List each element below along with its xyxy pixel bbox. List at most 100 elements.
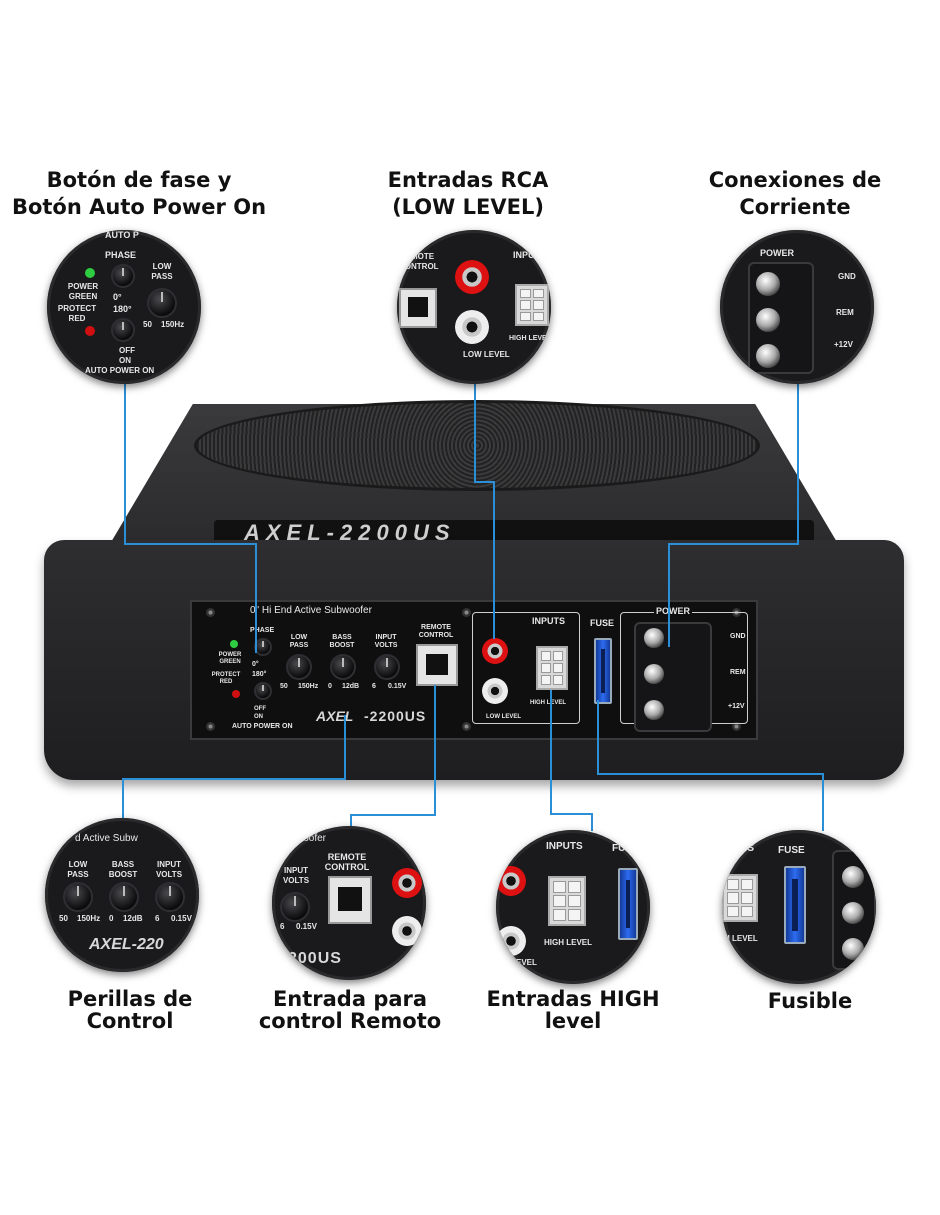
zoom-k-volts-max: 0.15V <box>171 914 192 923</box>
panel-brand-logo: AXEL <box>316 708 354 724</box>
panel-subtitle: 0" Hi End Active Subwoofer <box>250 605 372 616</box>
panel-screw-ml <box>462 608 471 617</box>
caption-phase-line2: Botón Auto Power On <box>11 195 267 219</box>
caption-knobs: Perillas de Control <box>20 988 240 1032</box>
inputs-label: INPUTS <box>532 616 566 626</box>
zoom-low-pass-max: 150Hz <box>161 320 185 329</box>
panel-screw-tl <box>206 608 215 617</box>
caption-rca: Entradas RCA (LOW LEVEL) <box>343 167 593 221</box>
protect-led-red <box>232 690 240 698</box>
zoom-r-rca-red <box>392 868 422 898</box>
fuse-label: FUSE <box>590 618 615 628</box>
zoom-high-connector <box>515 284 549 326</box>
leader-rca-h <box>474 481 494 483</box>
caption-high-line2: level <box>544 1009 602 1033</box>
caption-fuse: Fusible <box>700 988 920 1015</box>
caption-knobs-line1: Perillas de <box>67 987 193 1011</box>
zoom-rca: REMOTE CONTROL LOW LEVEL HIGH LEVEL INPU… <box>397 230 551 384</box>
zoom-active-sub: d Active Subw <box>75 833 138 844</box>
leader-phase-v2 <box>255 543 257 653</box>
auto-power-button[interactable] <box>254 682 272 700</box>
inputs-box <box>472 612 580 724</box>
caption-high-line1: Entradas HIGH <box>486 987 660 1011</box>
zoom-k-brand: AXEL-220 <box>89 936 164 953</box>
gnd-screw[interactable] <box>644 628 664 648</box>
zoom-k-lp-max: 150Hz <box>77 914 101 923</box>
leader-knobs-v <box>344 715 346 779</box>
leader-knobs-h <box>122 778 346 780</box>
zoom-v12: +12V <box>834 340 853 349</box>
caption-remote-line2: control Remoto <box>258 1009 442 1033</box>
zoom-h-fu: FU <box>612 843 626 854</box>
remote-control-label: REMOTE CONTROL <box>418 624 454 639</box>
leader-fuse-v2 <box>822 773 824 831</box>
zoom-r-rj-jack <box>328 876 372 924</box>
zoom-phase-label: PHASE <box>105 250 137 260</box>
zoom-led-red <box>85 326 95 336</box>
zoom-h-connector <box>548 876 586 926</box>
panel-screw-bl <box>206 722 215 731</box>
low-pass-knob[interactable] <box>286 654 312 680</box>
deg180-label: 180° <box>252 671 267 678</box>
caption-phase-line1: Botón de fase y <box>46 168 232 192</box>
zoom-low-pass-knob <box>147 288 177 318</box>
leader-rca-v2 <box>493 481 495 639</box>
leader-power-v <box>797 384 799 544</box>
zoom-k-low-pass-knob <box>63 882 93 912</box>
low-pass-max: 150Hz <box>298 683 319 690</box>
leader-remote-v2 <box>350 814 352 828</box>
input-volts-knob[interactable] <box>374 654 400 680</box>
control-panel: 0" Hi End Active Subwoofer PHASE POWER G… <box>190 600 758 740</box>
zoom-remote-control: REMOTE CONTROL <box>399 252 439 271</box>
high-level-connector[interactable] <box>536 646 568 690</box>
zoom-f-screw-1 <box>842 866 864 888</box>
panel-model: -2200US <box>364 708 427 724</box>
zoom-knobs: d Active Subw LOW PASS BASS BOOST INPUT … <box>45 818 199 972</box>
remote-control-jack[interactable] <box>416 644 458 686</box>
panel-screw-mb <box>462 722 471 731</box>
zoom-auto-power-on: AUTO POWER ON <box>85 366 155 375</box>
rca-red-input[interactable] <box>482 638 508 664</box>
zoom-h-rca-white <box>496 926 526 956</box>
bass-boost-label: BASS BOOST <box>329 634 355 649</box>
zoom-k-input-volts: INPUT VOLTS <box>155 860 183 879</box>
leader-fuse-v <box>597 700 599 774</box>
zoom-power-label: POWER <box>760 248 795 258</box>
caption-fuse-line1: Fusible <box>767 989 853 1013</box>
zoom-rem: REM <box>836 308 854 317</box>
zoom-k-volts-knob <box>155 882 185 912</box>
zoom-fuse: UTS H LEVEL FUSE <box>722 830 876 984</box>
zoom-protect-red: PROTECT RED <box>57 304 97 323</box>
power-led-green <box>230 640 238 648</box>
power-label: POWER <box>654 606 693 616</box>
leader-high-h <box>550 813 592 815</box>
zoom-k-bass-knob <box>109 882 139 912</box>
zoom-screw-2 <box>756 308 780 332</box>
zoom-f-screw-2 <box>842 902 864 924</box>
caption-rca-line1: Entradas RCA <box>387 168 549 192</box>
speaker-grill <box>194 400 760 491</box>
rem-label: REM <box>730 669 746 676</box>
deg0-label: 0° <box>252 661 259 668</box>
caption-phase: Botón de fase y Botón Auto Power On <box>0 167 278 221</box>
input-volts-label: INPUT VOLTS <box>374 634 398 649</box>
leader-remote-h <box>350 814 436 816</box>
v12-screw[interactable] <box>644 700 664 720</box>
bass-boost-knob[interactable] <box>330 654 356 680</box>
zoom-phase: AUTO P PHASE POWER GREEN 0° PROTECT RED … <box>47 230 201 384</box>
rem-screw[interactable] <box>644 664 664 684</box>
protect-red-label: PROTECT RED <box>211 672 241 685</box>
power-green-label: POWER GREEN <box>218 652 242 665</box>
leader-high-v2 <box>591 813 593 831</box>
on-label: ON <box>254 714 263 720</box>
zoom-auto-power-button <box>111 318 135 342</box>
fuse-holder[interactable] <box>594 638 612 704</box>
rca-white-input[interactable] <box>482 678 508 704</box>
zoom-h-rca-red <box>496 866 526 896</box>
zoom-k-volts-min: 6 <box>155 914 160 923</box>
caption-power-line2: Corriente <box>739 195 851 219</box>
caption-power-line1: Conexiones de <box>708 168 882 192</box>
zoom-k-bass-min: 0 <box>109 914 114 923</box>
caption-power: Conexiones de Corriente <box>680 167 910 221</box>
leader-high-v <box>550 690 552 814</box>
